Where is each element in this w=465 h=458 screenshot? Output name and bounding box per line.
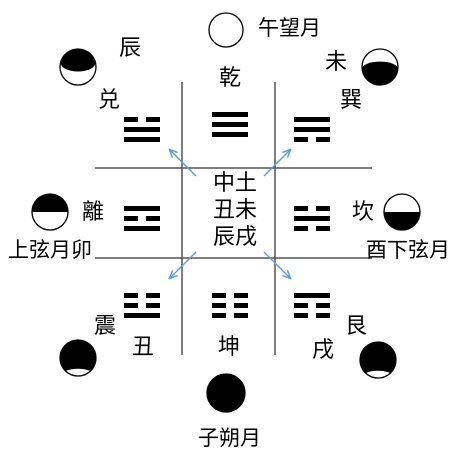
center-line-1: 中土	[212, 171, 257, 196]
trigram-name-li: 離	[82, 200, 105, 225]
branch-xu: 戌	[312, 338, 335, 363]
trigram-name-kan: 坎	[352, 200, 375, 225]
trigram-name-xun: 巽	[340, 88, 363, 113]
arrow	[263, 150, 290, 177]
branch-wei: 未	[325, 50, 348, 75]
arrow	[263, 251, 290, 278]
label-new-moon: 子朔月	[198, 426, 261, 450]
trigram-name-qian: 乾	[219, 66, 242, 91]
moon-bottom-left-icon	[59, 339, 97, 377]
trigram-name-dui: 兑	[98, 88, 121, 113]
arrow	[170, 251, 197, 278]
moon-right-icon	[383, 193, 421, 231]
arrow	[170, 150, 197, 177]
trigram-name-kun: 坤	[218, 335, 241, 360]
branch-chen: 辰	[119, 36, 142, 61]
trigram-kun	[212, 293, 248, 318]
moon-top-right-icon	[361, 48, 399, 86]
trigram-qian	[212, 112, 248, 137]
trigram-dui	[124, 117, 160, 142]
trigram-zhen	[124, 293, 160, 318]
trigram-gen	[294, 293, 330, 318]
center-line-2: 丑未	[212, 198, 257, 223]
center-arrows	[170, 150, 290, 278]
center-text: 中土 丑未 辰戌	[190, 170, 280, 251]
label-first-quarter: 上弦月卯	[8, 238, 92, 262]
trigram-kan	[294, 206, 330, 231]
moon-new-icon	[206, 373, 246, 413]
center-line-3: 辰戌	[212, 225, 257, 250]
label-full-moon: 午望月	[258, 16, 321, 40]
label-last-quarter: 酉下弦月	[366, 238, 450, 262]
moon-left-icon	[31, 193, 69, 231]
moon-bottom-right-icon	[359, 341, 397, 379]
trigram-xun	[294, 117, 330, 142]
branch-chou: 丑	[132, 335, 155, 360]
trigram-name-zhen: 震	[94, 314, 117, 339]
grid-lines	[95, 82, 372, 355]
moon-full-icon	[208, 12, 244, 48]
moon-top-left-icon	[59, 48, 97, 86]
trigram-name-gen: 艮	[345, 314, 368, 339]
trigram-li	[124, 206, 160, 231]
